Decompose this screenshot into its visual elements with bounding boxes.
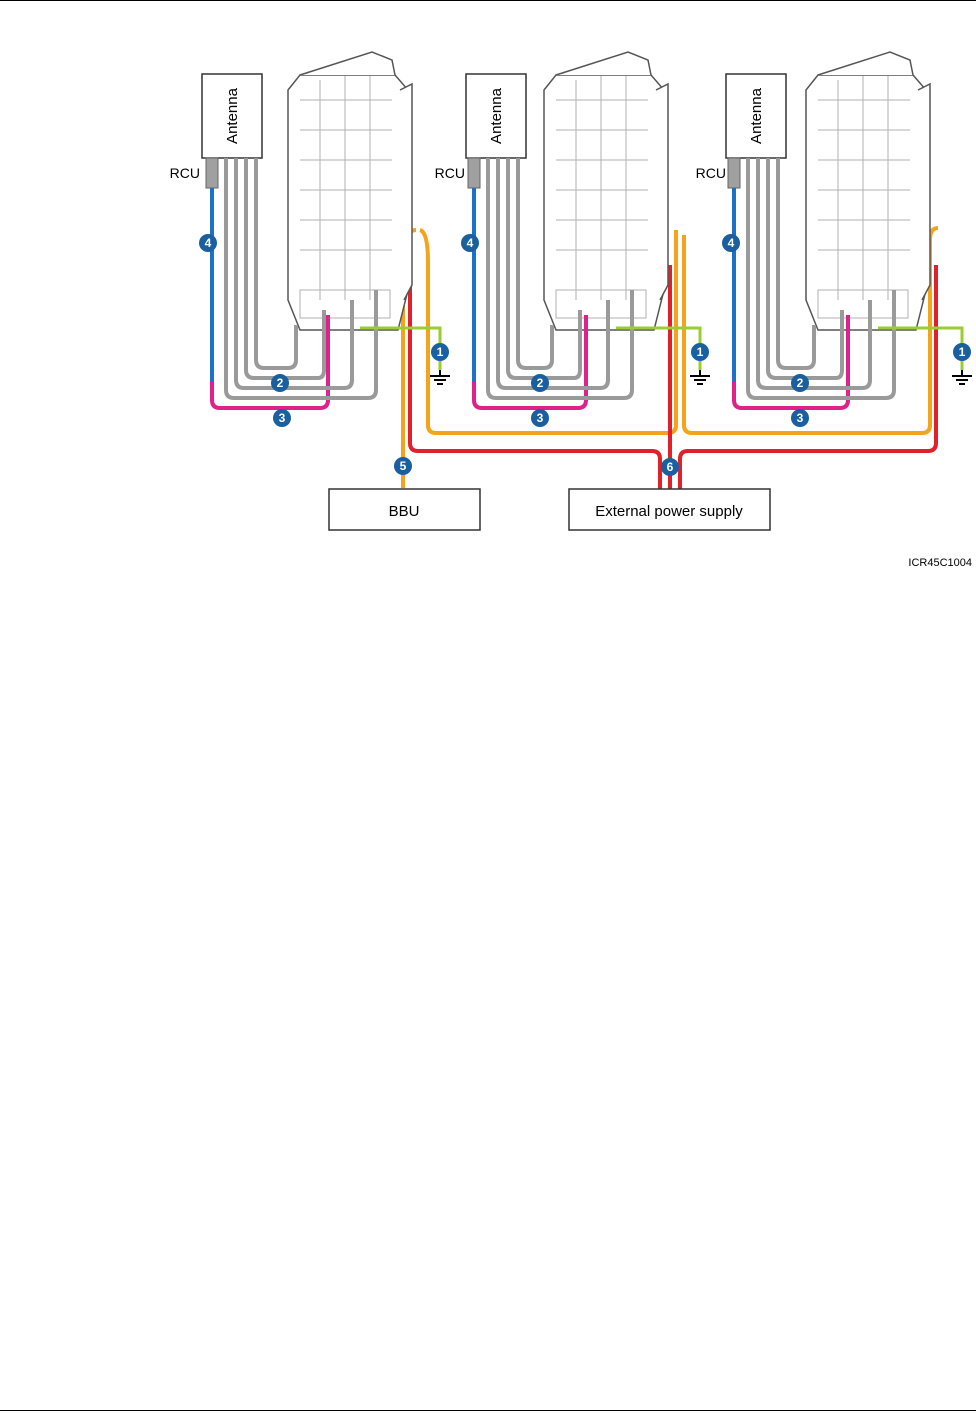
svg-text:4: 4	[467, 236, 474, 250]
bbu-label: BBU	[389, 503, 420, 520]
cable-connection-diagram: Antenna RCU	[0, 0, 976, 580]
svg-text:2: 2	[797, 376, 804, 390]
callout-3: 3	[791, 409, 809, 427]
rru-body-2	[544, 52, 668, 330]
svg-text:4: 4	[728, 236, 735, 250]
callout-2: 2	[791, 374, 809, 392]
rru-unit-1: Antenna RCU	[170, 52, 450, 408]
callout-1: 1	[953, 343, 971, 361]
ground-icon-3	[952, 370, 972, 384]
rcu-label-3: RCU	[696, 165, 726, 181]
rru-body-1	[288, 52, 412, 330]
svg-text:4: 4	[205, 236, 212, 250]
svg-text:2: 2	[537, 376, 544, 390]
rru-body-3	[806, 52, 930, 330]
rcu-1	[206, 158, 218, 188]
callout-4: 4	[722, 234, 740, 252]
rcu-label-2: RCU	[435, 165, 465, 181]
callout-2: 2	[531, 374, 549, 392]
svg-text:3: 3	[797, 411, 804, 425]
antenna-label-1: Antenna	[224, 87, 241, 144]
svg-text:2: 2	[277, 376, 284, 390]
rcu-3	[728, 158, 740, 188]
svg-text:1: 1	[437, 345, 444, 359]
power-supply-label: External power supply	[595, 503, 743, 520]
svg-text:6: 6	[667, 460, 674, 474]
callout-1: 1	[431, 343, 449, 361]
ground-cable-3	[878, 328, 962, 370]
antenna-label-3: Antenna	[748, 87, 765, 144]
callout-2: 2	[271, 374, 289, 392]
svg-text:1: 1	[697, 345, 704, 359]
callout-3: 3	[273, 409, 291, 427]
rcu-label-1: RCU	[170, 165, 200, 181]
svg-text:5: 5	[400, 459, 407, 473]
svg-text:3: 3	[537, 411, 544, 425]
callout-1: 1	[691, 343, 709, 361]
ground-icon-2	[690, 370, 710, 384]
callout-5: 5	[394, 457, 412, 475]
footer-rule	[0, 1410, 976, 1411]
ground-icon-1	[430, 370, 450, 384]
ground-cable-2	[616, 328, 700, 370]
callout-4: 4	[461, 234, 479, 252]
callout-6: 6	[661, 458, 679, 476]
rcu-2	[468, 158, 480, 188]
callout-4: 4	[199, 234, 217, 252]
figure-id: ICR45C1004	[908, 557, 972, 569]
callout-3: 3	[531, 409, 549, 427]
svg-text:3: 3	[279, 411, 286, 425]
antenna-label-2: Antenna	[488, 87, 505, 144]
svg-text:1: 1	[959, 345, 966, 359]
